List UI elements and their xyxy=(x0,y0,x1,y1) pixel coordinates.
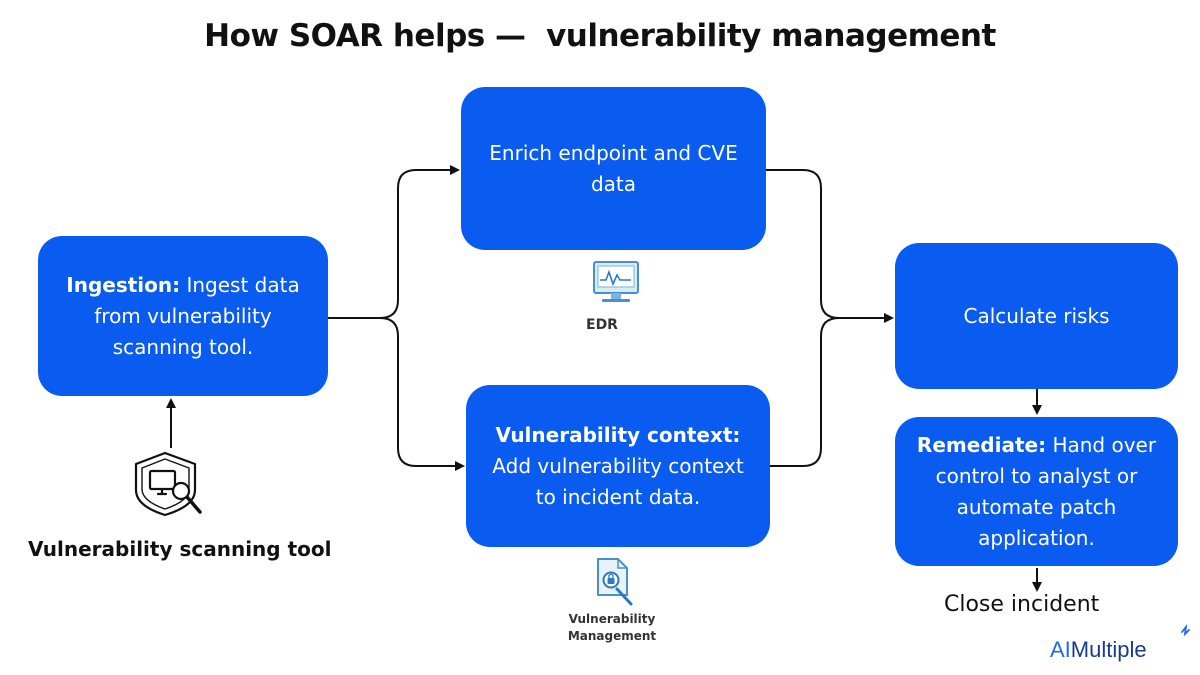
merge-connector-lower xyxy=(770,317,840,467)
brand-rest: Multiple xyxy=(1070,637,1147,662)
enrich-box: Enrich endpoint and CVE data xyxy=(461,87,766,250)
vm-caption-line1: Vulnerability xyxy=(568,612,656,626)
ingestion-label: Ingestion: xyxy=(66,272,181,297)
vulnerability-context-label: Vulnerability context: xyxy=(495,422,741,447)
remediate-text: Hand over control to analyst or automate… xyxy=(935,432,1157,550)
split-connector-lower xyxy=(379,317,465,471)
scanning-tool-caption: Vulnerability scanning tool xyxy=(28,537,332,561)
remediate-label: Remediate: xyxy=(916,432,1047,457)
brand-logo: AIMultiple xyxy=(1050,637,1147,663)
ingestion-text: Ingest data from vulnerability scanning … xyxy=(94,272,300,359)
brand-spark-icon xyxy=(1181,623,1190,637)
brand-ai: AI xyxy=(1050,637,1071,662)
shield-magnifier-icon xyxy=(134,451,202,517)
vm-caption-line2: Management xyxy=(567,629,657,643)
vulnerability-management-caption: Vulnerability Management xyxy=(556,611,668,645)
enrich-text: Enrich endpoint and CVE data xyxy=(489,140,738,196)
page-title: How SOAR helps — vulnerability managemen… xyxy=(204,18,996,54)
remediate-box: Remediate: Hand over control to analyst … xyxy=(895,417,1178,566)
document-lock-icon xyxy=(597,558,633,606)
vulnerability-context-text: Add vulnerability context to incident da… xyxy=(492,453,744,509)
close-incident-caption: Close incident xyxy=(944,592,1100,617)
ingestion-box: Ingestion: Ingest data from vulnerabilit… xyxy=(38,236,328,396)
vulnerability-context-box: Vulnerability context: Add vulnerability … xyxy=(466,385,770,547)
calculate-risks-text: Calculate risks xyxy=(963,303,1110,328)
calculate-risks-box: Calculate risks xyxy=(895,243,1178,389)
split-connector xyxy=(328,165,460,319)
monitor-icon xyxy=(593,261,639,302)
merge-connector xyxy=(766,169,894,323)
edr-caption: EDR xyxy=(586,317,618,333)
